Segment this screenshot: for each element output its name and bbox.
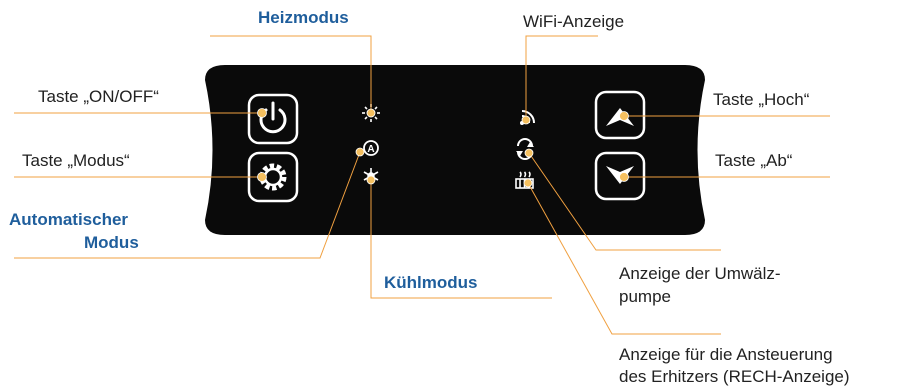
leader-erhitzer [527,182,721,335]
label-erhitzer-line2: des Erhitzers (RECH-Anzeige) [619,367,850,386]
leader-wifi [525,35,598,120]
label-heizmodus: Heizmodus [258,8,349,27]
leader-heizmodus [210,35,372,113]
label-taste-modus: Taste „Modus“ [22,151,130,170]
leader-auto [14,151,361,259]
label-kuehlmodus: Kühlmodus [384,273,478,292]
on-off-button[interactable] [247,93,299,145]
dot-onoff [257,108,267,118]
leader-kuehlmodus [370,180,552,299]
control-panel [205,65,705,235]
auto-mode-icon: A [363,140,379,156]
label-taste-hoch: Taste „Hoch“ [713,90,810,109]
label-pumpe-line1: Anzeige der Umwälz- [619,264,781,283]
dot-heizmodus [366,108,376,118]
modus-button[interactable] [247,151,299,203]
dot-kuehlmodus [366,175,376,185]
label-auto-line2: Modus [84,233,139,252]
dot-modus [257,172,267,182]
label-wifi: WiFi-Anzeige [523,12,625,31]
dot-ab [619,172,629,182]
label-erhitzer-line1: Anzeige für die Ansteuerung [619,345,833,364]
svg-text:A: A [367,144,374,155]
label-pumpe-line2: pumpe [619,287,671,306]
leader-pumpe [528,152,721,251]
dot-auto [355,147,365,157]
dot-hoch [619,111,629,121]
dot-erhitzer [523,178,533,188]
dot-pumpe [524,148,534,158]
label-taste-onoff: Taste „ON/OFF“ [38,87,159,106]
label-auto-line1: Automatischer [9,210,129,229]
up-button[interactable] [594,90,646,140]
label-taste-ab: Taste „Ab“ [715,151,793,170]
dot-wifi [521,115,531,125]
